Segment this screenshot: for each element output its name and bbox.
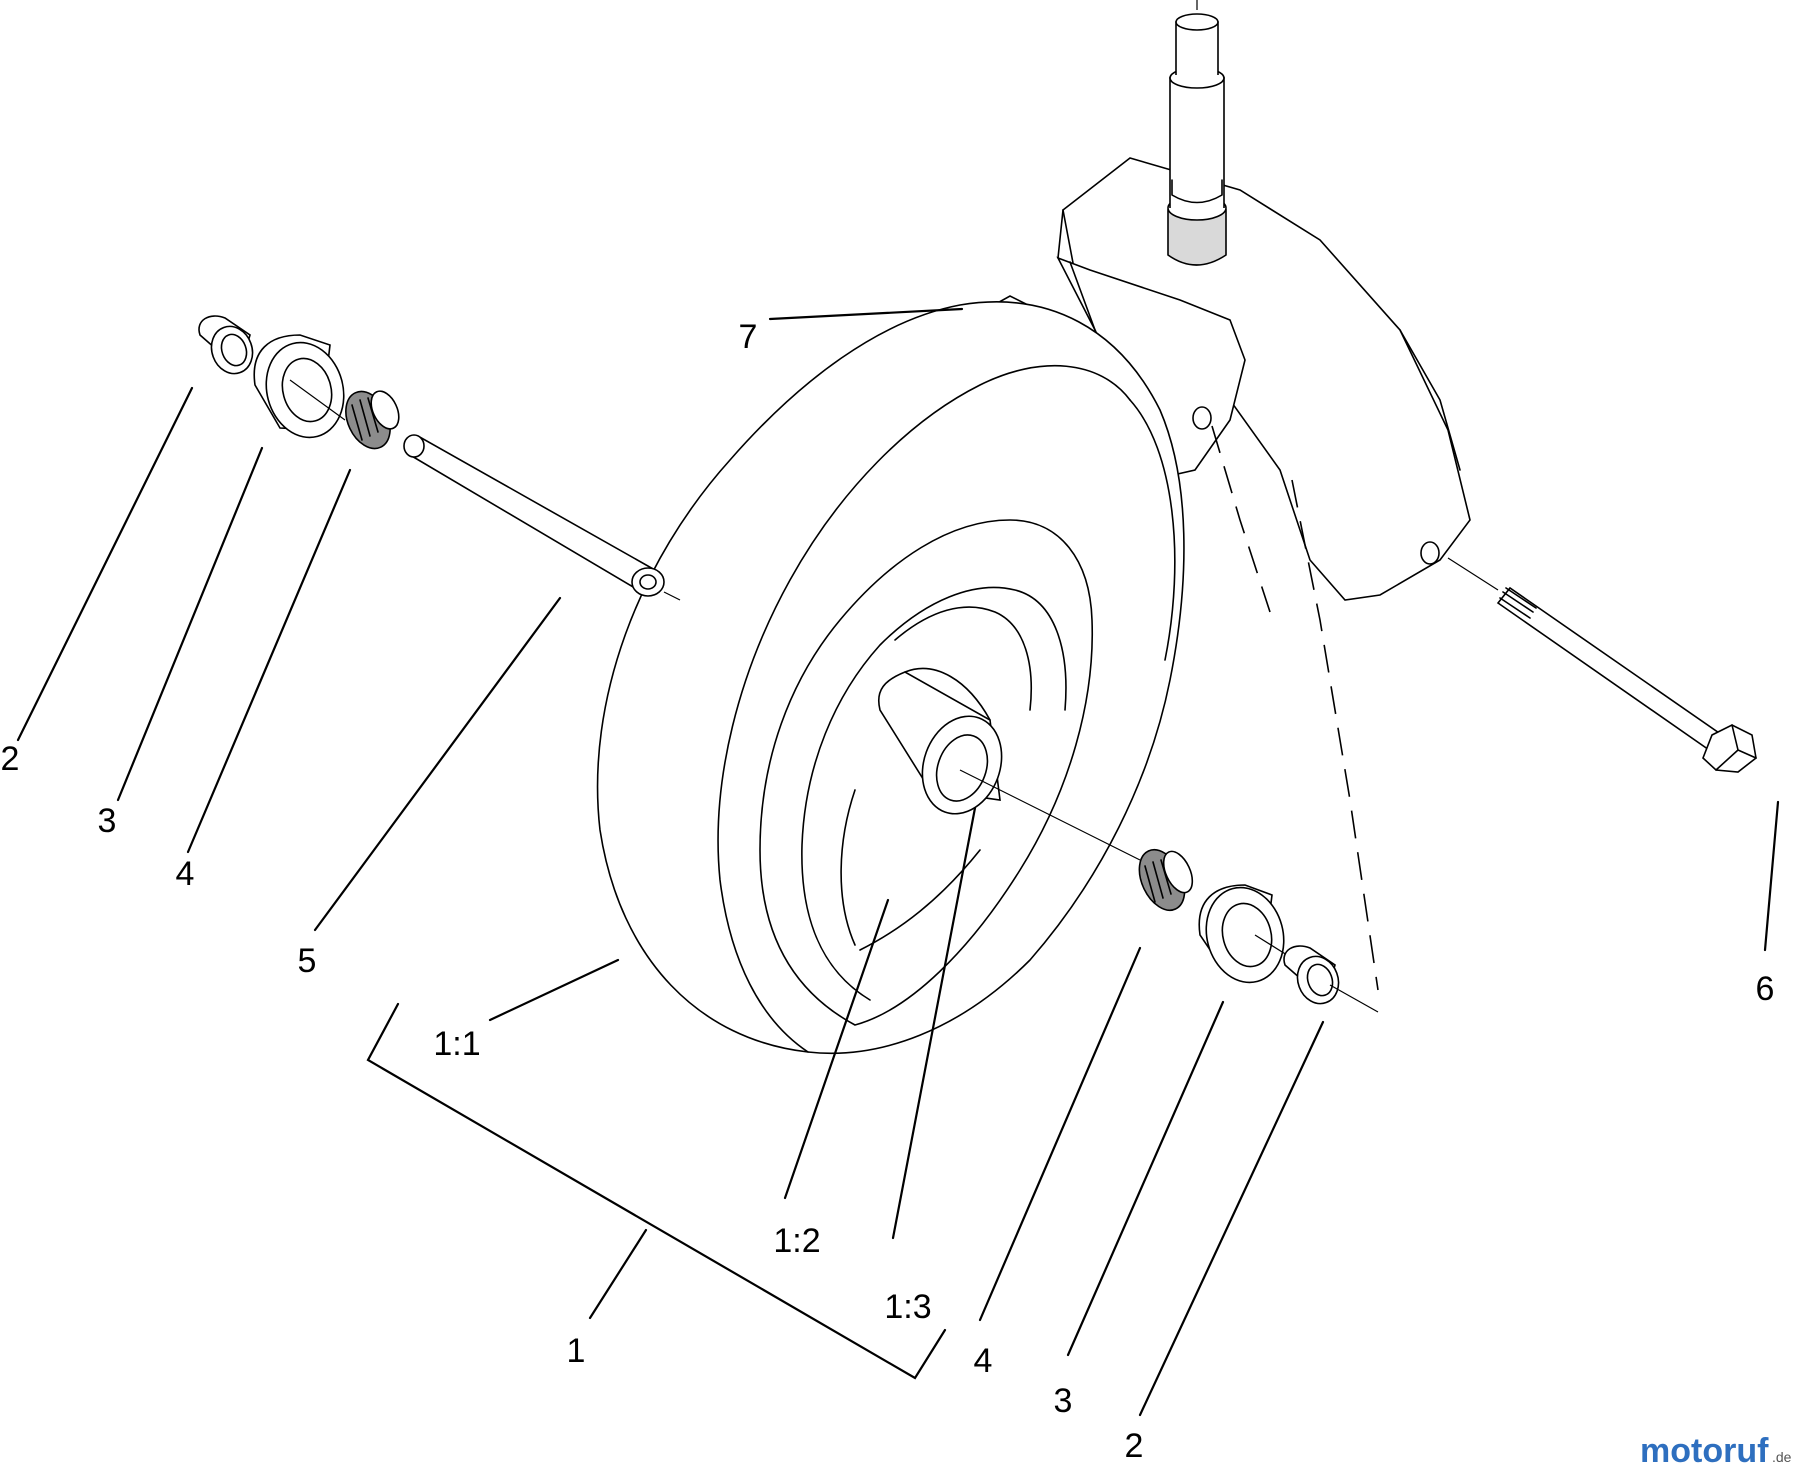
callout-hub-bore: 1:3 — [884, 1288, 931, 1326]
fork-hole-left — [1192, 406, 1212, 430]
callout-left-spacer: 2 — [1, 740, 20, 778]
right-spacer — [1283, 945, 1379, 1013]
callout-right-cup: 3 — [1054, 1382, 1073, 1420]
axle-tube — [403, 434, 681, 601]
left-spacer — [198, 315, 254, 375]
wheel — [596, 301, 1185, 1055]
callout-tire: 1:1 — [433, 1025, 480, 1063]
callout-labels: 2 3 4 5 1:1 1:2 1:3 1 4 3 2 6 7 — [1, 318, 1775, 1465]
callout-rim: 1:2 — [773, 1222, 820, 1260]
callout-wheel-assembly: 1 — [567, 1332, 586, 1370]
watermark-suffix: .de — [1772, 1449, 1792, 1465]
left-bearing-cone — [345, 390, 400, 450]
bolt — [1447, 557, 1757, 773]
callout-axle-tube: 5 — [298, 942, 317, 980]
callout-right-cone: 4 — [974, 1342, 993, 1380]
callout-locknut: 7 — [739, 318, 758, 356]
fork-hole-right — [1420, 541, 1440, 565]
callout-right-spacer: 2 — [1125, 1427, 1144, 1465]
leader-lines — [16, 307, 1780, 1417]
left-bearing-cup — [253, 334, 346, 439]
callout-left-cone: 4 — [176, 855, 195, 893]
right-bearing-cone — [1138, 848, 1194, 912]
watermark-logo: motoruf .de — [1640, 1432, 1792, 1470]
callout-left-cup: 3 — [98, 802, 117, 840]
watermark-brand: motoruf — [1640, 1432, 1769, 1470]
right-bearing-cup — [1198, 884, 1296, 984]
callout-bolt: 6 — [1756, 970, 1775, 1008]
kingpin-stem — [1167, 0, 1227, 266]
